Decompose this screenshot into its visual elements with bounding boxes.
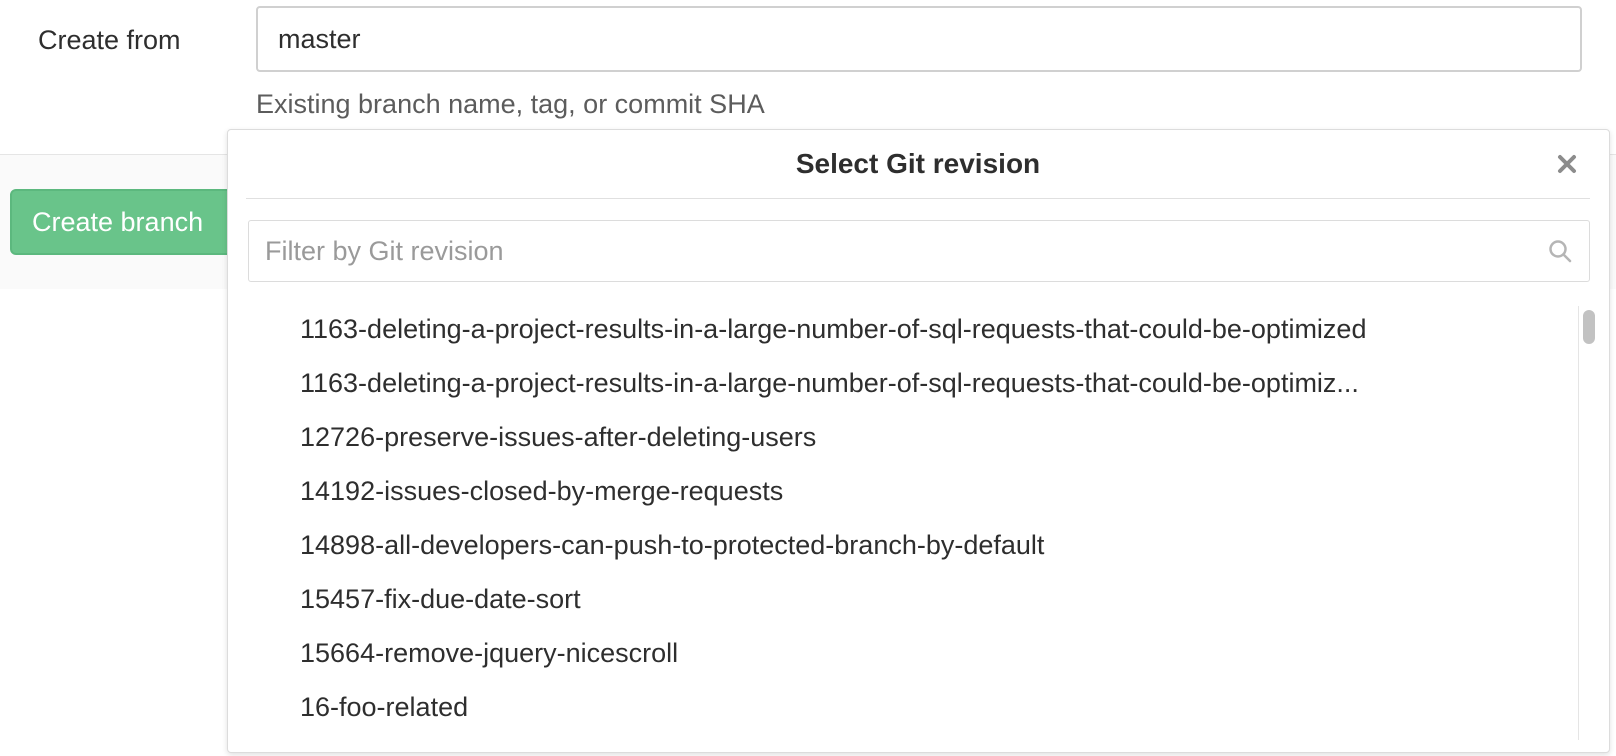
close-icon[interactable] [1555, 152, 1579, 176]
git-revision-dropdown: Select Git revision 1163-deleting-a-proj… [227, 129, 1610, 753]
ref-input[interactable] [256, 6, 1582, 72]
create-from-form-group: Create from Existing branch name, tag, o… [0, 0, 1616, 154]
filter-box [248, 220, 1590, 282]
scrollbar-thumb[interactable] [1583, 310, 1595, 344]
list-item[interactable]: 15457-fix-due-date-sort [300, 584, 581, 614]
create-from-label: Create from [38, 25, 181, 55]
list-item[interactable]: 15664-remove-jquery-nicescroll [300, 638, 679, 668]
scrollbar[interactable] [1578, 306, 1599, 740]
list-item[interactable]: 14898-all-developers-can-push-to-protect… [300, 530, 1045, 560]
dropdown-title: Select Git revision [246, 130, 1590, 199]
list-item[interactable]: 12726-preserve-issues-after-deleting-use… [300, 422, 817, 452]
create-branch-button[interactable]: Create branch [10, 189, 250, 255]
list-item[interactable]: 1163-deleting-a-project-results-in-a-lar… [300, 314, 1367, 344]
list-item[interactable]: 14192-issues-closed-by-merge-requests [300, 476, 784, 506]
search-icon [1549, 240, 1572, 263]
filter-input[interactable] [249, 221, 1529, 281]
list-item[interactable]: 1163-deleting-a-project-results-in-a-lar… [300, 368, 1359, 398]
list-item[interactable]: 16-foo-related [300, 692, 469, 722]
ref-help-text: Existing branch name, tag, or commit SHA [256, 89, 765, 119]
revision-list: 1163-deleting-a-project-results-in-a-lar… [228, 302, 1580, 752]
